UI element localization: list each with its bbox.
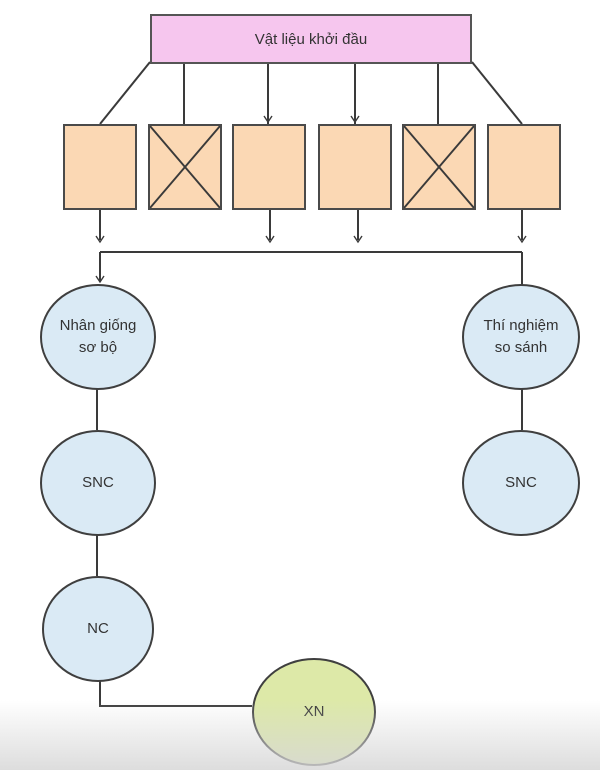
arrow-c1 [95,235,105,244]
arrow-top-c3 [263,115,273,124]
node-comparison-trial: Thí nghiệm so sánh [462,284,580,390]
node-label: Nhân giống sơ bộ [59,317,137,356]
node-label: Thí nghiệm so sánh [483,317,559,356]
arrow-top-c4 [350,115,360,124]
node-left-snc: SNC [40,430,156,536]
line-left3-to-final [99,680,252,707]
cross-mark-icon [150,126,220,208]
start-material-box: Vật liệu khởi đầu [150,14,472,64]
node-label: NC [87,620,109,638]
node-right-snc: SNC [462,430,580,536]
arrow-c6 [517,235,527,244]
node-nc: NC [42,576,154,682]
cross-mark-icon [404,126,474,208]
candidate-box-6 [487,124,561,210]
node-label: SNC [505,474,537,492]
candidate-box-4 [318,124,392,210]
arrow-c3 [265,235,275,244]
candidate-box-5-rejected [402,124,476,210]
arrow-left-node [95,275,105,284]
line-top-to-c6 [471,61,523,125]
node-xn: XN [252,658,376,766]
line-top-to-c1 [99,61,151,125]
node-label: XN [303,703,325,721]
arrow-c4 [353,235,363,244]
node-label: SNC [82,474,114,492]
node-preliminary-propagation: Nhân giống sơ bộ [40,284,156,390]
start-material-label: Vật liệu khởi đầu [254,30,368,48]
candidate-box-2-rejected [148,124,222,210]
candidate-box-3 [232,124,306,210]
candidate-box-1 [63,124,137,210]
